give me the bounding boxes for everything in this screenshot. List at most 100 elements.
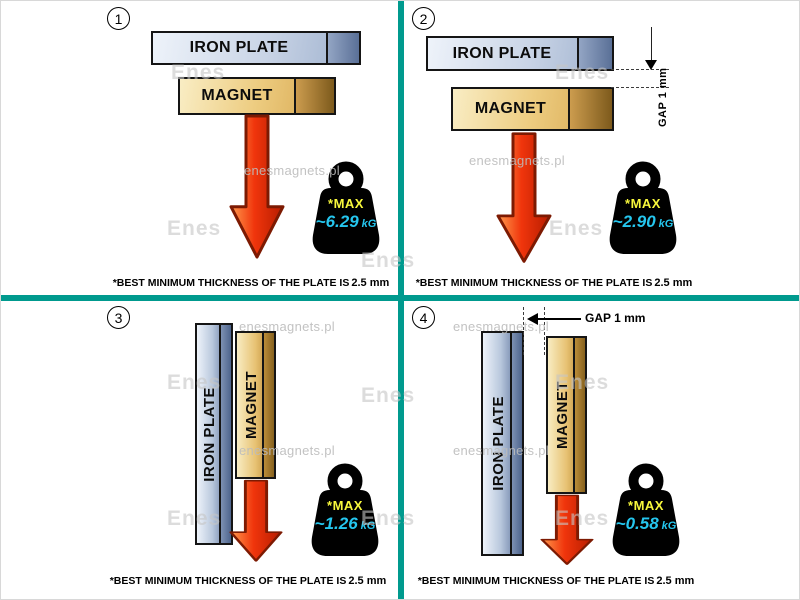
footnote-text: *BEST MINIMUM THICKNESS OF THE PLATE IS [109,575,347,587]
plate-3d-edge [510,333,522,554]
watermark-logo: Enes [555,61,610,84]
gap-arrow-icon [527,313,538,325]
footnote-bold: 2.5 mm [656,575,695,587]
panel-number-badge: 4 [412,306,435,329]
plate-3d-edge [219,325,231,543]
watermark-logo: Enes [167,507,222,530]
magnet-label: MAGNET [474,100,547,117]
watermark-url: enesmagnets.pl [469,153,565,168]
weight-max-label: *MAX [625,196,661,211]
panel-number: 4 [419,309,428,326]
watermark-url: enesmagnets.pl [244,163,340,178]
iron-plate: IRON PLATE [481,331,524,556]
panel-number: 1 [114,10,123,27]
watermark-logo: Enes [361,384,416,407]
weight-number: ~2.90 [612,212,656,231]
gap-extension-line [611,87,669,88]
gap-dimension-label: GAP 1 mm [657,67,669,127]
footnote-text: *BEST MINIMUM THICKNESS OF THE PLATE IS [112,277,350,289]
watermark-logo: Enes [361,249,416,272]
kettlebell-shape [312,161,380,254]
gap-dimension-line [651,27,652,60]
panel-number-badge: 2 [412,7,435,30]
watermark-url: enesmagnets.pl [453,443,549,458]
gap-arrow-icon [645,60,657,70]
footnote-text: *BEST MINIMUM THICKNESS OF THE PLATE IS [417,575,655,587]
iron-plate: IRON PLATE [151,31,361,65]
pull-force-arrow [229,114,285,259]
panel-number: 2 [419,10,428,27]
iron-plate: IRON PLATE [195,323,233,545]
watermark-logo: Enes [555,507,610,530]
weight-unit: kG [661,520,677,532]
gap-dimension-line [537,318,581,320]
watermark-logo: Enes [167,371,222,394]
kettlebell-shape [311,463,379,556]
weight-number: ~0.58 [615,514,659,533]
plate-3d-edge [577,38,612,69]
iron-plate-label: IRON PLATE [189,39,289,56]
magnet-3d-edge [262,333,274,477]
footnote-bold: 2.5 mm [348,575,387,587]
panel-number-badge: 1 [107,7,130,30]
weight-unit: kG [360,520,376,532]
watermark-url: enesmagnets.pl [453,319,549,334]
gap-extension-line [523,307,524,355]
footnote-text: *BEST MINIMUM THICKNESS OF THE PLATE IS [415,277,653,289]
panel-number-badge: 3 [107,306,130,329]
magnet: MAGNET [451,87,614,131]
magnet: MAGNET [178,77,336,115]
panel-number: 3 [114,309,123,326]
watermark-logo: Enes [361,507,416,530]
magnet: MAGNET [546,336,587,494]
weight-max-label: *MAX [328,196,364,211]
weight-max-label: *MAX [628,498,664,513]
iron-plate: IRON PLATE [426,36,614,71]
watermark-logo: Enes [167,217,222,240]
weight-number: ~1.26 [314,514,358,533]
footnote-bold: 2.5 mm [351,277,390,289]
weight-number: ~6.29 [315,212,359,231]
magnet-label: MAGNET [201,87,273,104]
pull-force-arrow [229,479,283,562]
watermark-logo: Enes [555,371,610,394]
gap-extension-line [544,307,545,355]
weight-unit: kG [361,218,377,230]
magnet-label: MAGNET [242,371,260,439]
watermark-logo: Enes [171,61,226,84]
footnote-bold: 2.5 mm [654,277,693,289]
magnet: MAGNET [235,331,276,479]
pull-force-arrow [540,494,594,565]
iron-plate-label: IRON PLATE [452,44,552,62]
plate-3d-edge [326,33,359,63]
watermark-url: enesmagnets.pl [239,443,335,458]
magnet-3d-edge [568,89,612,129]
iron-plate-label: IRON PLATE [201,386,218,482]
watermark-url: enesmagnets.pl [239,319,335,334]
weight-max-label: *MAX [327,498,363,513]
divider-horizontal [1,295,799,301]
magnet-3d-edge [573,338,585,492]
magnet-3d-edge [294,79,334,113]
gap-dimension-label: GAP 1 mm [585,311,646,325]
kettlebell-shape [609,161,677,254]
pull-force-arrow [496,132,552,263]
weight-unit: kG [658,218,674,230]
gap-extension-line [611,69,669,70]
